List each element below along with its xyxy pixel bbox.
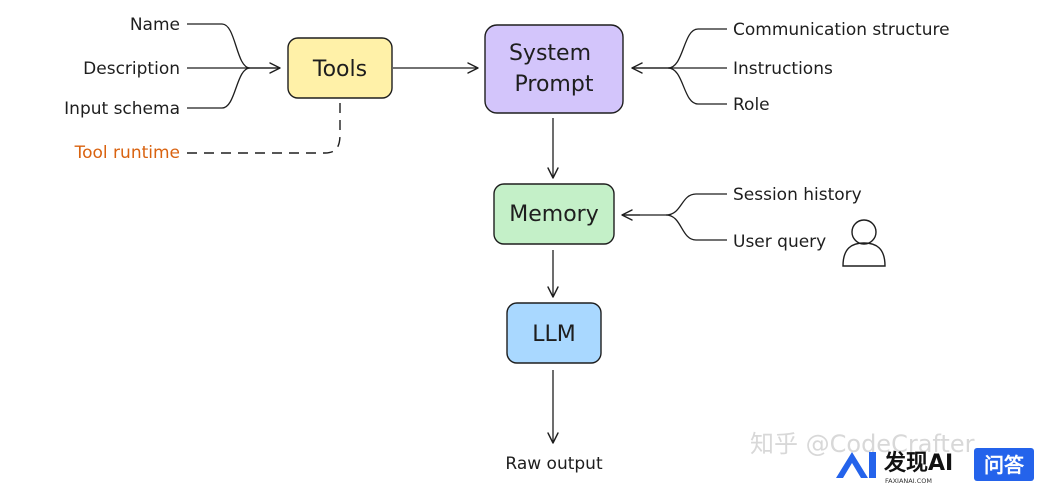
memory-inputs-connectors [621,193,727,241]
prompt-input-communication-structure: Communication structure [733,20,950,40]
qa-badge-label: 问答 [984,453,1025,477]
tool-runtime-connector [187,100,341,154]
system-prompt-node: System Prompt [484,24,624,114]
tool-input-name: Name [130,15,180,35]
faxian-logo-icon [836,452,876,478]
tools-box [287,37,393,99]
session-history-connector [622,193,727,216]
tools-node: Tools [287,37,393,99]
qa-badge [974,448,1034,481]
user-query-connector [665,214,727,241]
system-prompt-label-line1: System [509,41,591,66]
tool-input-schema: Input schema [64,99,180,119]
memory-box [493,183,615,245]
raw-output-label: Raw output [505,454,603,474]
brand-name: 发现AI [883,450,953,476]
brand-sub: FAXIANAI.COM [885,477,932,485]
llm-label: LLM [532,322,576,347]
llm-node: LLM [506,302,602,364]
prompt-inputs-connectors [631,28,727,105]
tool-input-description: Description [83,59,180,79]
llm-box [506,302,602,364]
prompt-input-instructions: Instructions [733,59,833,79]
communication-structure-connector [632,28,727,69]
input-schema-connector [187,67,251,109]
name-connector [187,23,280,69]
zhihu-watermark: 知乎 @CodeCrafter [750,430,975,458]
user-icon [842,219,886,267]
prompt-input-role: Role [733,95,770,115]
tool-runtime-label: Tool runtime [74,143,180,163]
system-prompt-box [484,24,624,114]
tools-label: Tools [312,57,367,82]
memory-input-user-query: User query [733,232,826,252]
memory-label: Memory [509,202,598,227]
memory-node: Memory [493,183,615,245]
memory-input-session-history: Session history [733,185,862,205]
system-prompt-label-line2: Prompt [515,72,594,97]
faxian-brand: 发现AI FAXIANAI.COM 问答 [836,448,1034,485]
tool-inputs-connectors [187,23,281,109]
role-connector [667,67,727,105]
